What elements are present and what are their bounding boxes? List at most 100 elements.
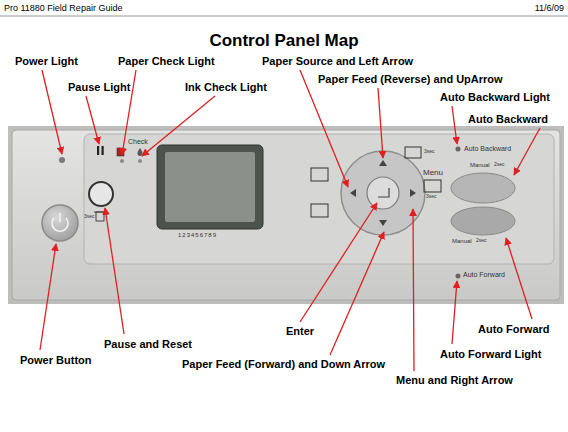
panel-text: 3sec: [426, 193, 437, 199]
ink-check-led: [138, 159, 142, 163]
panel-text: Menu: [423, 168, 443, 177]
panel-text: 123456789: [178, 232, 217, 238]
callout-label: Enter: [286, 325, 314, 338]
down-arrow: [379, 220, 387, 226]
callout-label: Menu and Right Arrow: [396, 374, 513, 386]
trash-icon: [96, 212, 104, 221]
callout-label: Enter: [286, 325, 314, 337]
panel-inset: [84, 134, 554, 264]
panel-text: Menu: [423, 168, 443, 177]
header-date: 11/6/09: [535, 3, 564, 13]
leader-line: [452, 281, 457, 344]
leader-line: [506, 238, 532, 319]
panel-text: Manual: [470, 162, 490, 168]
panel-text: 3sec: [84, 213, 95, 219]
callout-label: Paper Feed (Forward) and Down Arrow: [182, 358, 385, 371]
callout-label: Pause and Reset: [104, 338, 192, 350]
callout-label: Auto Forward Light: [440, 348, 541, 361]
callout-label: Paper Source and Left Arrow: [262, 55, 413, 68]
leader-line: [452, 106, 457, 144]
callout-label: Paper Feed (Forward) and Down Arrow: [182, 358, 385, 370]
dpad: [341, 151, 425, 235]
leader-line: [378, 88, 383, 158]
callout-label: Pause Light: [68, 81, 130, 94]
left-arrow: [350, 189, 356, 197]
panel-text: 2sec: [476, 238, 487, 244]
panel-text: Auto Forward: [463, 271, 505, 278]
leader-lines: [40, 70, 540, 371]
enter-button: [367, 177, 399, 209]
title-text: Control Panel Map: [209, 31, 358, 50]
panel-text: 3sec: [424, 148, 435, 154]
paper-source-icon: [311, 168, 328, 181]
panel-text: Auto Backward: [464, 145, 511, 153]
panel-text: Manual: [452, 238, 472, 244]
trash-icon: [94, 212, 106, 213]
callout-label: Paper Source and Left Arrow: [262, 55, 413, 67]
cutter-icon: [311, 204, 328, 217]
panel-text: 2sec: [494, 162, 505, 168]
lcd-bezel: [157, 145, 263, 229]
callout-label: Auto Forward: [478, 323, 550, 336]
callout-label: Ink Check Light: [185, 81, 267, 93]
pause-button: [89, 182, 113, 206]
up-arrow: [379, 160, 387, 166]
panel-text: Manual: [452, 238, 472, 245]
panel-text: 2sec: [494, 161, 505, 167]
paper-feed-icon: [405, 147, 421, 158]
panel-text: Check: [128, 138, 148, 145]
callout-label: Auto Backward: [468, 113, 548, 125]
auto-backward-led: [456, 147, 461, 152]
callout-label: Auto Backward: [468, 113, 548, 126]
header-text: Pro 11880 Field Repair Guide: [4, 3, 122, 13]
leader-line: [300, 203, 377, 322]
panel-text: Check: [128, 138, 148, 146]
power-icon: [59, 213, 61, 222]
header-date: 11/6/09: [535, 3, 564, 13]
callout-label: Power Button: [20, 354, 92, 366]
callout-label: Auto Backward Light: [440, 91, 550, 103]
pause-icon: [97, 146, 99, 155]
right-arrow: [410, 189, 416, 197]
leader-line: [142, 96, 215, 156]
callout-label: Power Button: [20, 354, 92, 367]
header-rule: [0, 16, 568, 17]
power-led: [59, 157, 65, 163]
callout-label: Paper Feed (Reverse) and UpArrow: [318, 73, 503, 86]
panel-text: 3sec: [426, 194, 437, 200]
ink-drop-icon: [137, 148, 142, 156]
leader-line: [40, 244, 56, 350]
panel-text: Manual: [470, 162, 490, 169]
callout-label: Paper Feed (Reverse) and UpArrow: [318, 73, 503, 85]
callout-label: Paper Check Light: [118, 55, 215, 67]
panel-housing: [8, 126, 564, 304]
callout-label: Pause Light: [68, 81, 130, 93]
menu-icon: [424, 180, 441, 192]
leader-line: [105, 208, 124, 334]
panel-text: Auto Forward: [463, 271, 505, 279]
leader-line: [86, 96, 99, 144]
auto-forward-led: [456, 274, 461, 279]
panel-text: Auto Backward: [464, 145, 511, 152]
callout-label: Auto Forward: [478, 323, 550, 335]
callout-label: Pause and Reset: [104, 338, 192, 351]
header-text: Pro 11880 Field Repair Guide: [4, 3, 122, 13]
callout-label: Paper Check Light: [118, 55, 215, 68]
callout-label: Menu and Right Arrow: [396, 374, 513, 387]
auto-backward-button: [451, 173, 515, 203]
paper-check-led: [120, 159, 124, 163]
leader-line: [300, 70, 348, 187]
page-title: Control Panel Map: [0, 31, 568, 51]
leader-line: [514, 128, 540, 175]
leader-line: [413, 209, 414, 371]
callout-label: Auto Forward Light: [440, 348, 541, 360]
leader-line: [42, 70, 62, 154]
panel-text: 2sec: [476, 237, 487, 243]
auto-forward-button: [451, 207, 515, 235]
leader-line: [330, 232, 384, 355]
panel-text: 3sec: [84, 214, 95, 220]
lcd-screen: [165, 152, 255, 222]
panel-face: [12, 130, 560, 300]
panel-text: 3sec: [424, 149, 435, 155]
